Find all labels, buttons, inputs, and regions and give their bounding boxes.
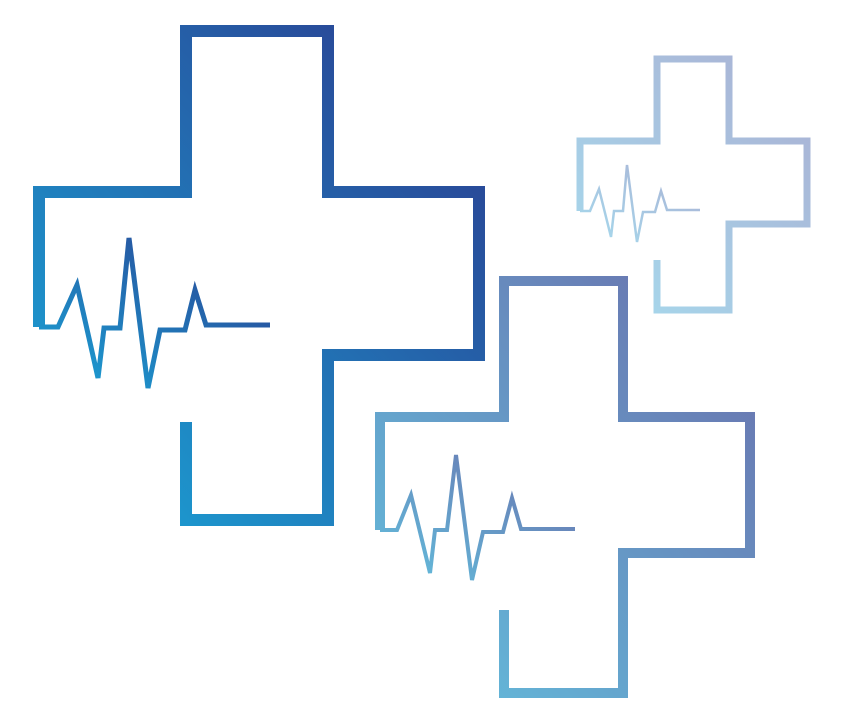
small-heartbeat-line — [580, 164, 700, 243]
large-cross-icon — [33, 25, 485, 526]
medium-cross-outline — [375, 276, 755, 698]
medium-cross-icon — [375, 276, 755, 698]
medium-heartbeat-line — [380, 454, 575, 581]
large-cross-outline — [33, 25, 485, 526]
small-cross-outline — [576, 55, 811, 314]
large-heartbeat-line — [39, 237, 270, 389]
small-cross-icon — [576, 55, 811, 314]
